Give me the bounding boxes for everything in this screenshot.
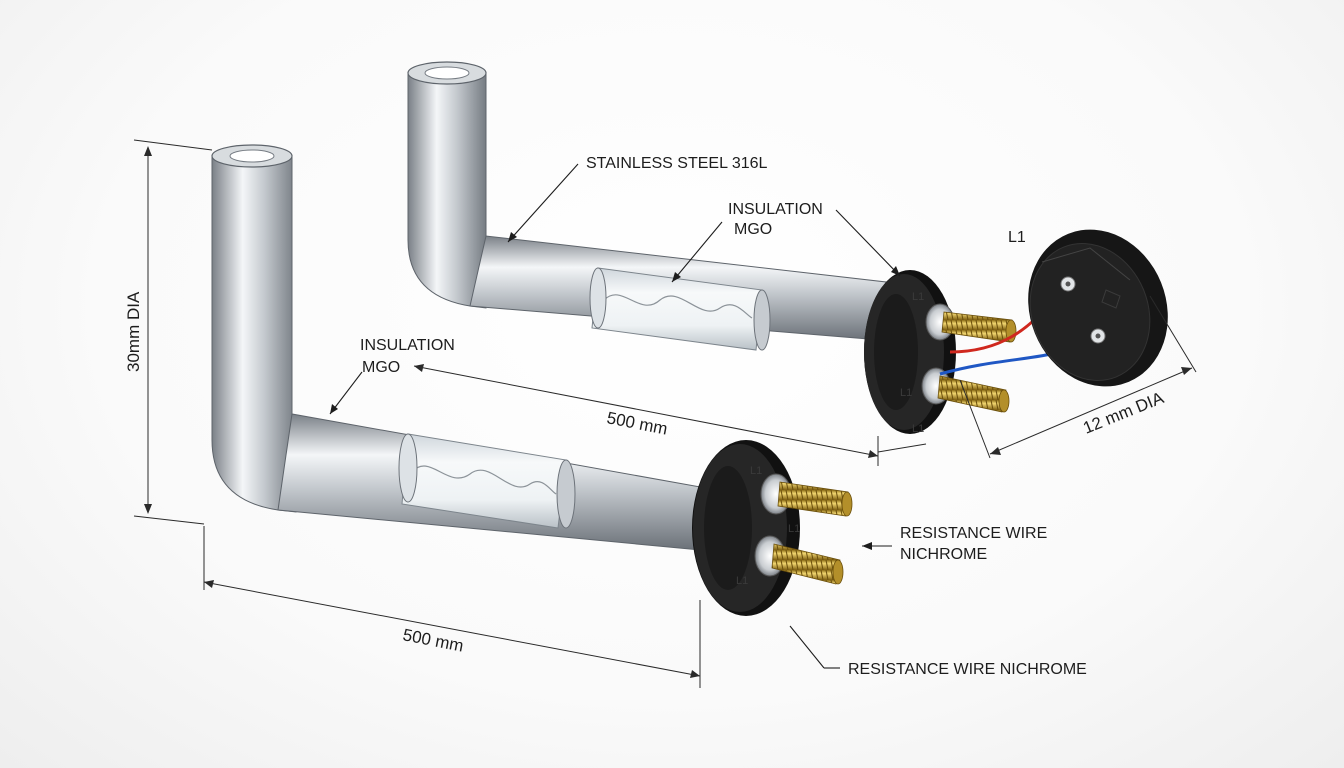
label-insulation-left-1: INSULATION xyxy=(360,337,455,354)
blue-wire xyxy=(939,350,1061,376)
cap-terminal-label: L1 xyxy=(1008,229,1026,246)
bottom-flange xyxy=(692,440,800,616)
label-resistance-bottom: RESISTANCE WIRE NICHROME xyxy=(848,661,1087,678)
top-terminal-lower xyxy=(921,367,1010,413)
dim-cap-diameter-label: 12 mm DIA xyxy=(1080,388,1167,438)
bottom-flange-mark-upper: L1 xyxy=(750,465,762,477)
label-stainless-steel: STAINLESS STEEL 316L xyxy=(586,155,768,172)
label-resistance-right-1: RESISTANCE WIRE xyxy=(900,525,1047,542)
bottom-flange-mark-lower: L1 xyxy=(736,575,748,587)
label-insulation-left-2: MGO xyxy=(362,359,400,376)
bottom-terminal-lower xyxy=(754,535,844,585)
bottom-heating-element: L1 L1 L1 xyxy=(211,144,853,616)
top-terminal-upper xyxy=(925,303,1017,343)
bottom-terminal-upper xyxy=(760,473,853,517)
label-insulation-top-2: MGO xyxy=(734,221,772,238)
dim-length-top-label: 500 mm xyxy=(605,408,669,438)
top-flange-mark-upper: L1 xyxy=(912,291,924,303)
dim-height-label: 30mm DIA xyxy=(124,291,143,372)
terminal-cap xyxy=(1028,229,1168,387)
top-flange-mark-middle: L1 xyxy=(900,387,912,399)
leader-lines xyxy=(329,163,901,669)
bottom-flange-mark-middle: L1 xyxy=(788,523,800,535)
label-insulation-top-1: INSULATION xyxy=(728,201,823,218)
top-heating-element: L1 L1 L1 xyxy=(407,61,1099,435)
dimension-lines xyxy=(133,139,1197,688)
label-resistance-right-2: NICHROME xyxy=(900,546,987,563)
top-flange xyxy=(864,270,956,434)
top-flange-mark-lower: L1 xyxy=(912,423,924,435)
